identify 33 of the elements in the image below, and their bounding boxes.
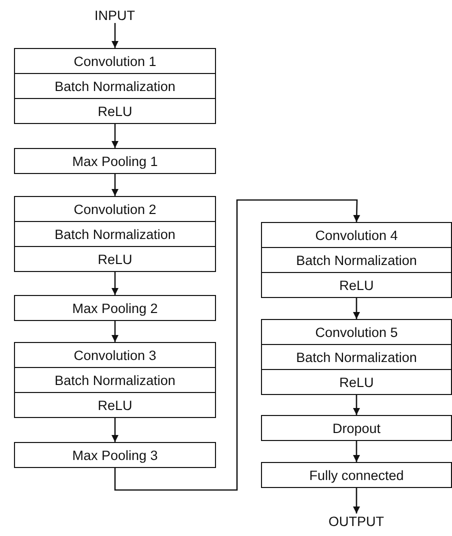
layer-box: Batch Normalization bbox=[14, 221, 216, 247]
layer-box: Convolution 1 bbox=[14, 48, 216, 74]
layer-box: Batch Normalization bbox=[14, 73, 216, 99]
arrow bbox=[353, 298, 360, 319]
layer-box: Fully connected bbox=[261, 462, 452, 488]
layer-box: Convolution 2 bbox=[14, 196, 216, 222]
layer-box: Max Pooling 1 bbox=[14, 148, 216, 174]
layer-box: Dropout bbox=[261, 415, 452, 441]
layer-box: Batch Normalization bbox=[14, 367, 216, 393]
layer-box: Convolution 3 bbox=[14, 342, 216, 368]
arrow bbox=[112, 418, 118, 442]
layer-box: Batch Normalization bbox=[261, 247, 452, 273]
arrow bbox=[114, 199, 360, 491]
layer-box: Convolution 4 bbox=[261, 222, 452, 248]
arrow bbox=[353, 395, 360, 415]
arrow bbox=[112, 321, 118, 342]
layer-box: Batch Normalization bbox=[261, 344, 452, 370]
layer-box: Convolution 5 bbox=[261, 319, 452, 345]
io-label: INPUT bbox=[94, 8, 135, 22]
arrow bbox=[353, 441, 360, 462]
layer-box: ReLU bbox=[261, 272, 452, 298]
layer-box: Max Pooling 3 bbox=[14, 442, 216, 468]
arrow bbox=[112, 22, 118, 48]
io-label: OUTPUT bbox=[328, 514, 384, 528]
layer-box: Max Pooling 2 bbox=[14, 295, 216, 321]
arrow bbox=[112, 124, 118, 148]
layer-box: ReLU bbox=[14, 98, 216, 124]
arrow bbox=[112, 272, 118, 295]
arrow bbox=[112, 174, 118, 196]
layer-box: ReLU bbox=[261, 369, 452, 395]
layer-box: ReLU bbox=[14, 392, 216, 418]
layer-box: ReLU bbox=[14, 246, 216, 272]
arrow bbox=[353, 488, 360, 514]
